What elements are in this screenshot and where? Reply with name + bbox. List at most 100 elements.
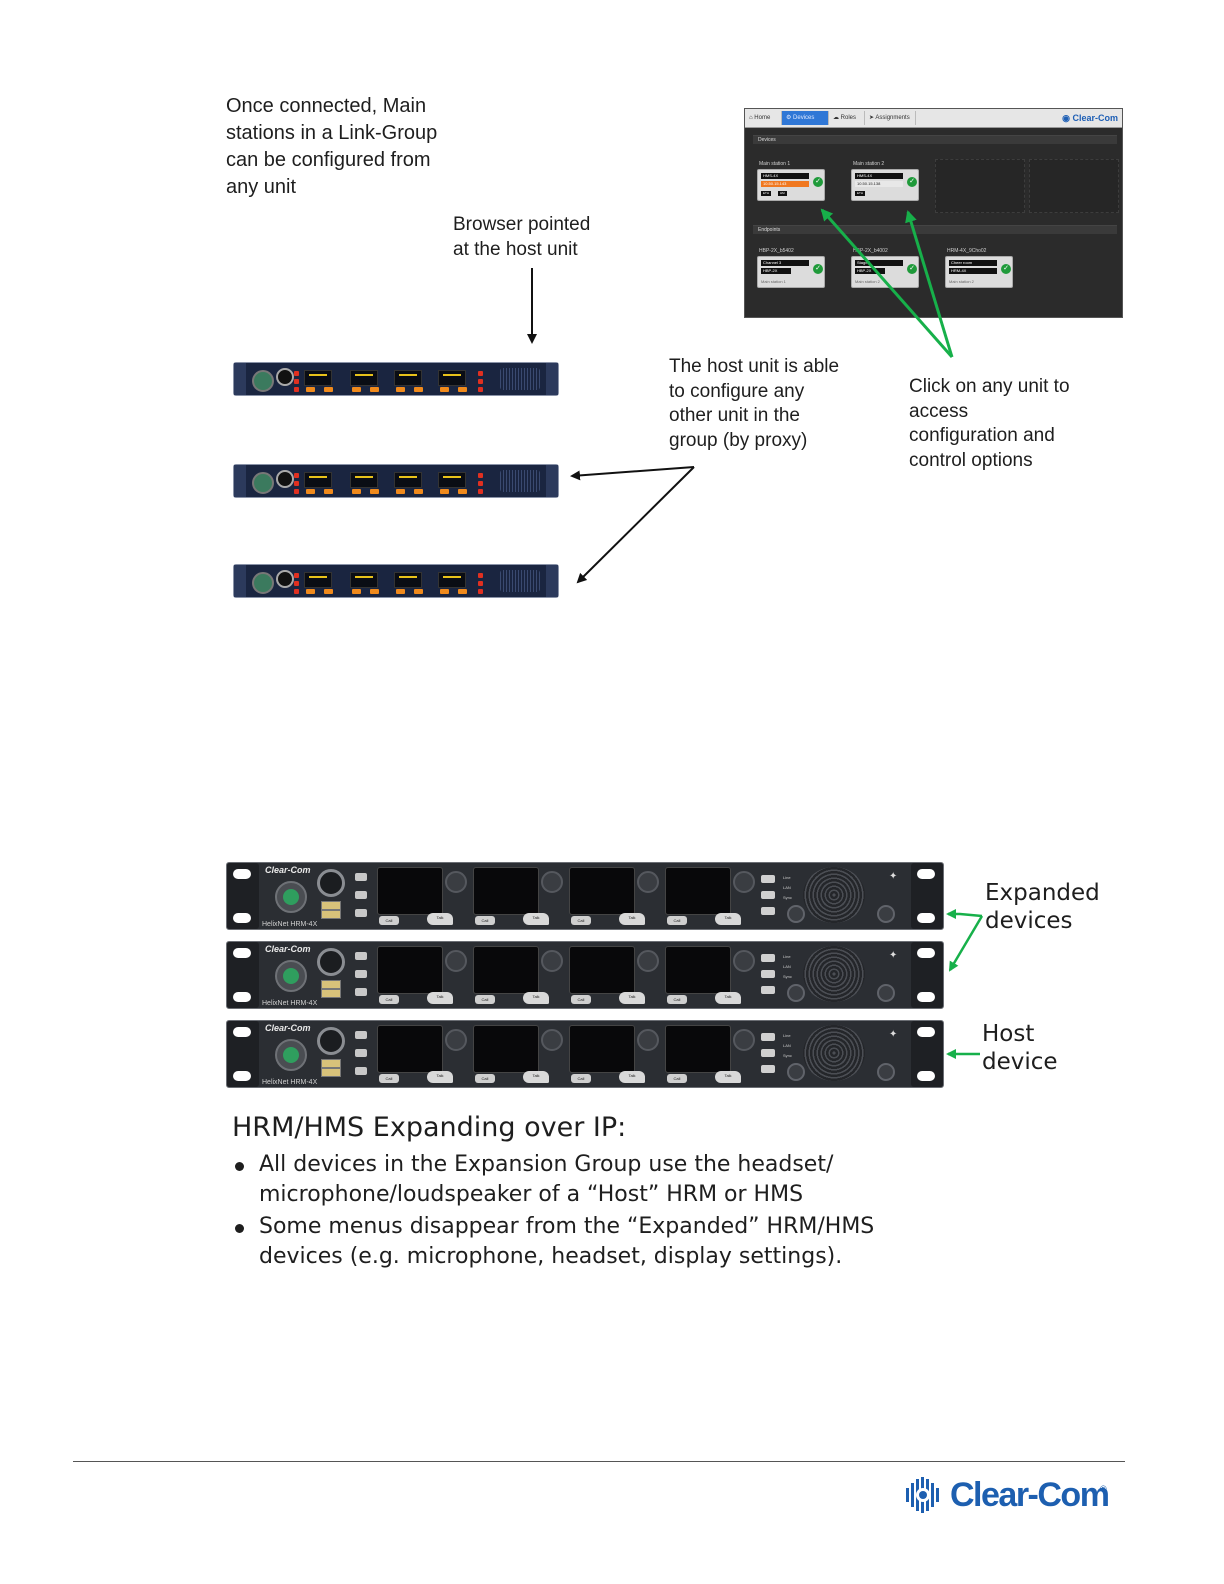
- caption-line: devices: [985, 907, 1100, 935]
- side-label: LAN: [783, 883, 792, 893]
- xlr-connector-icon: [275, 960, 307, 992]
- clearcom-logo-icon: [904, 1476, 946, 1514]
- volume-knob[interactable]: [637, 1029, 659, 1051]
- side-button[interactable]: [761, 954, 775, 962]
- talk-button[interactable]: Talk: [715, 992, 741, 1004]
- volume-knob[interactable]: [733, 950, 755, 972]
- caption-host-device: Host device: [982, 1020, 1058, 1076]
- call-button[interactable]: Call: [475, 916, 495, 925]
- speaker-grill: [803, 1025, 865, 1081]
- rack-unit-expanded-1[interactable]: Clear-Com HelixNet HRM-4X Call Talk Call…: [226, 862, 944, 930]
- channel-display: [473, 946, 539, 994]
- call-button[interactable]: Call: [475, 1074, 495, 1083]
- volume-knob[interactable]: [637, 871, 659, 893]
- model-code: HRM-4X: [290, 921, 317, 928]
- channel-display: [377, 867, 443, 915]
- channel-display: [569, 1025, 635, 1073]
- talk-button[interactable]: Talk: [715, 913, 741, 925]
- volume-knob[interactable]: [541, 1029, 563, 1051]
- mic-knob[interactable]: [787, 1063, 805, 1081]
- caption-line: Expanded: [985, 879, 1100, 907]
- talk-button[interactable]: Talk: [523, 992, 549, 1004]
- talk-button[interactable]: Talk: [427, 913, 453, 925]
- model-code: HRM-4X: [290, 1079, 317, 1086]
- channel-display: [473, 867, 539, 915]
- talk-button[interactable]: Talk: [427, 1071, 453, 1083]
- volume-knob[interactable]: [541, 871, 563, 893]
- bullet-line: All devices in the Expansion Group use t…: [259, 1150, 874, 1180]
- call-button[interactable]: Call: [571, 916, 591, 925]
- side-button[interactable]: [761, 986, 775, 994]
- talk-button[interactable]: Talk: [523, 913, 549, 925]
- footer-logo-text: Clear-Com: [950, 1474, 1108, 1516]
- volume-knob[interactable]: [445, 1029, 467, 1051]
- mic-knob[interactable]: [787, 984, 805, 1002]
- bullet-line: Some menus disappear from the “Expanded”…: [259, 1212, 874, 1242]
- volume-knob[interactable]: [637, 950, 659, 972]
- talk-button[interactable]: Talk: [619, 992, 645, 1004]
- side-label: Line: [783, 873, 792, 883]
- side-labels: Line LAN Sync: [783, 873, 792, 903]
- side-button[interactable]: [761, 1065, 775, 1073]
- channel-display: [665, 1025, 731, 1073]
- channel-display: [665, 946, 731, 994]
- call-button[interactable]: Call: [571, 1074, 591, 1083]
- talk-button[interactable]: Talk: [619, 1071, 645, 1083]
- call-button[interactable]: Call: [667, 1074, 687, 1083]
- call-button[interactable]: Call: [667, 995, 687, 1004]
- side-label: Line: [783, 952, 792, 962]
- talk-button[interactable]: Talk: [523, 1071, 549, 1083]
- arrow-proxy-unit-2: [572, 467, 694, 476]
- arrow-click-station-2: [908, 212, 952, 357]
- side-button[interactable]: [761, 875, 775, 883]
- volume-knob[interactable]: [445, 950, 467, 972]
- top-arrows: [0, 0, 1224, 700]
- helixnet-logo-icon: ✦: [889, 871, 897, 882]
- call-button[interactable]: Call: [379, 916, 399, 925]
- pgm-knob[interactable]: [877, 984, 895, 1002]
- side-button[interactable]: [761, 970, 775, 978]
- mic-knob[interactable]: [787, 905, 805, 923]
- talk-button[interactable]: Talk: [715, 1071, 741, 1083]
- xlr-connector-icon: [275, 881, 307, 913]
- rack-unit-host-device[interactable]: Clear-Com HelixNet HRM-4X Call Talk Call…: [226, 1020, 944, 1088]
- volume-knob[interactable]: [445, 871, 467, 893]
- side-label: Sync: [783, 893, 792, 903]
- caption-expanded-devices: Expanded devices: [985, 879, 1100, 935]
- helixnet-logo-icon: ✦: [889, 950, 897, 961]
- pgm-knob[interactable]: [877, 1063, 895, 1081]
- headset-jack-icon: [317, 1027, 345, 1055]
- side-button[interactable]: [761, 891, 775, 899]
- call-button[interactable]: Call: [379, 1074, 399, 1083]
- call-button[interactable]: Call: [667, 916, 687, 925]
- volume-knob[interactable]: [733, 871, 755, 893]
- headset-jack-icon: [317, 869, 345, 897]
- registered-mark: ®: [1100, 1484, 1107, 1494]
- call-button[interactable]: Call: [379, 995, 399, 1004]
- volume-knob[interactable]: [733, 1029, 755, 1051]
- rack-model-name: HelixNet HRM-4X: [262, 1000, 317, 1007]
- rack-unit-expanded-2[interactable]: Clear-Com HelixNet HRM-4X Call Talk Call…: [226, 941, 944, 1009]
- rack-model-name: HelixNet HRM-4X: [262, 1079, 317, 1086]
- side-button[interactable]: [761, 1049, 775, 1057]
- side-button[interactable]: [761, 1033, 775, 1041]
- helixnet-logo-icon: ✦: [889, 1029, 897, 1040]
- usb-port-icon: [321, 910, 341, 919]
- side-button[interactable]: [761, 907, 775, 915]
- arrow-click-station-1: [822, 210, 952, 357]
- bullet-dot-icon: [235, 1162, 244, 1171]
- pgm-knob[interactable]: [877, 905, 895, 923]
- rack-logo: Clear-Com: [265, 865, 311, 875]
- volume-knob[interactable]: [541, 950, 563, 972]
- channel-display: [377, 1025, 443, 1073]
- footer-divider: [73, 1461, 1125, 1462]
- call-button[interactable]: Call: [475, 995, 495, 1004]
- talk-button[interactable]: Talk: [427, 992, 453, 1004]
- channel-display: [377, 946, 443, 994]
- side-label: Line: [783, 1031, 792, 1041]
- talk-button[interactable]: Talk: [619, 913, 645, 925]
- side-labels: Line LAN Sync: [783, 1031, 792, 1061]
- bullet-list: All devices in the Expansion Group use t…: [232, 1150, 874, 1274]
- call-button[interactable]: Call: [571, 995, 591, 1004]
- headset-jack-icon: [317, 948, 345, 976]
